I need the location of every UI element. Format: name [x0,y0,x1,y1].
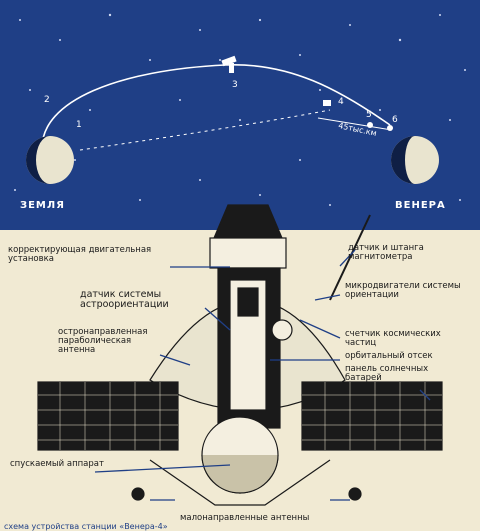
label-solar-panels: панель солнечных батарей [345,364,429,383]
point-5: 5 [366,110,372,120]
trajectory-dashed-return [79,109,331,151]
label-orbital-module: орбитальный отсек [345,351,433,361]
probe-drawing [37,204,443,506]
label-lander: спускаемый аппарат [10,459,104,469]
label-micro-engines: микродвигатели системы ориентации [345,281,461,300]
spacecraft-icon [221,55,237,73]
point-1: 1 [76,120,82,130]
label-correcting-engine: корректирующая двигательная установка [8,245,152,264]
venus [391,136,439,184]
space-trajectory-panel [0,0,480,230]
label-parabolic-antenna: остронаправленная параболическая антенна [58,327,148,355]
figure-caption: схема устройства станции «Венера-4» [4,522,168,531]
label-low-gain-antennas: малонаправленные антенны [180,513,310,523]
earth [26,136,74,184]
trajectory-path [41,64,391,151]
label-particle-counter: счетчик космических частиц [345,329,441,348]
venus-label: ВЕНЕРА [395,200,446,211]
point-6: 6 [392,115,398,125]
spacecraft-icon-near-venus [323,100,331,106]
distance-bracket [317,117,393,131]
label-astro-sensor: датчик системы астроориентации [80,289,169,310]
earth-label: ЗЕМЛЯ [20,200,65,211]
point-4: 4 [338,97,344,107]
stars [14,13,466,206]
point-2: 2 [44,95,50,105]
leader-lines [94,249,431,501]
label-magnetometer: датчик и штанга магнитометра [348,243,424,262]
solar-panel-grid [38,382,442,450]
point-3: 3 [232,80,238,90]
